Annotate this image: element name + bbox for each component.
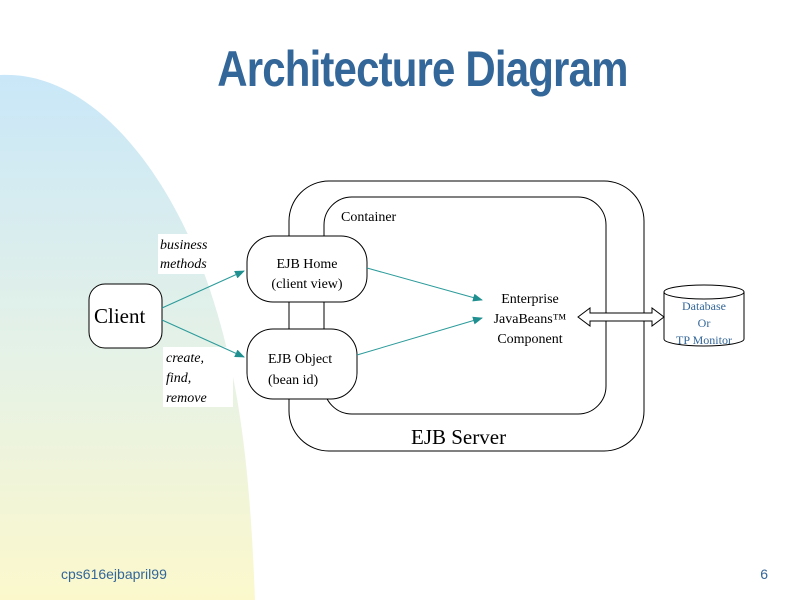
client-box (88, 283, 163, 349)
lifecycle-methods-line-2: find, (166, 371, 192, 386)
ejb-object-line-1: EJB Object (268, 352, 333, 367)
ejb-object-label: EJB Object (bean id) (268, 349, 332, 391)
ejb-home-line-2: (client view) (271, 277, 343, 292)
component-label: Enterprise JavaBeans™ Component (478, 290, 582, 350)
component-line-3: Component (497, 332, 563, 347)
business-methods-patch (158, 234, 222, 274)
slide-title: Architecture Diagram (217, 41, 628, 97)
container-box (323, 196, 607, 415)
page-number: 6 (760, 566, 768, 582)
home-to-component-arrow (366, 267, 483, 302)
object-to-component-arrow (356, 316, 483, 356)
lifecycle-methods-label: create, find, remove (166, 349, 207, 409)
database-line-3: TP Monitor (676, 333, 732, 347)
container-label: Container (341, 210, 397, 225)
ejb-home-box (246, 235, 368, 303)
business-methods-line-1: business (160, 238, 208, 253)
footer-deck-name: cps616ejbapril99 (61, 566, 167, 582)
database-line-1: Database (682, 299, 726, 313)
database-cylinder (663, 284, 745, 347)
database-line-2: Or (697, 316, 711, 330)
business-methods-line-2: methods (160, 257, 207, 272)
client-label: Client (94, 304, 146, 328)
lifecycle-methods-line-3: remove (166, 391, 207, 406)
lifecycle-methods-line-1: create, (166, 351, 204, 366)
ejb-server-label: EJB Server (411, 425, 507, 449)
database-label: Database Or TP Monitor (664, 298, 744, 349)
component-database-arrow (577, 307, 665, 327)
ejb-object-line-2: (bean id) (268, 373, 319, 388)
client-to-object-arrow (161, 319, 245, 358)
business-methods-label: business methods (160, 236, 207, 274)
ejb-home-label: EJB Home (client view) (247, 255, 367, 295)
ejb-home-line-1: EJB Home (276, 257, 338, 272)
client-to-home-arrow (161, 270, 245, 309)
ejb-object-box (246, 328, 358, 400)
lifecycle-methods-patch (163, 347, 233, 407)
component-line-1: Enterprise (501, 292, 559, 307)
component-line-2: JavaBeans™ (493, 312, 567, 327)
